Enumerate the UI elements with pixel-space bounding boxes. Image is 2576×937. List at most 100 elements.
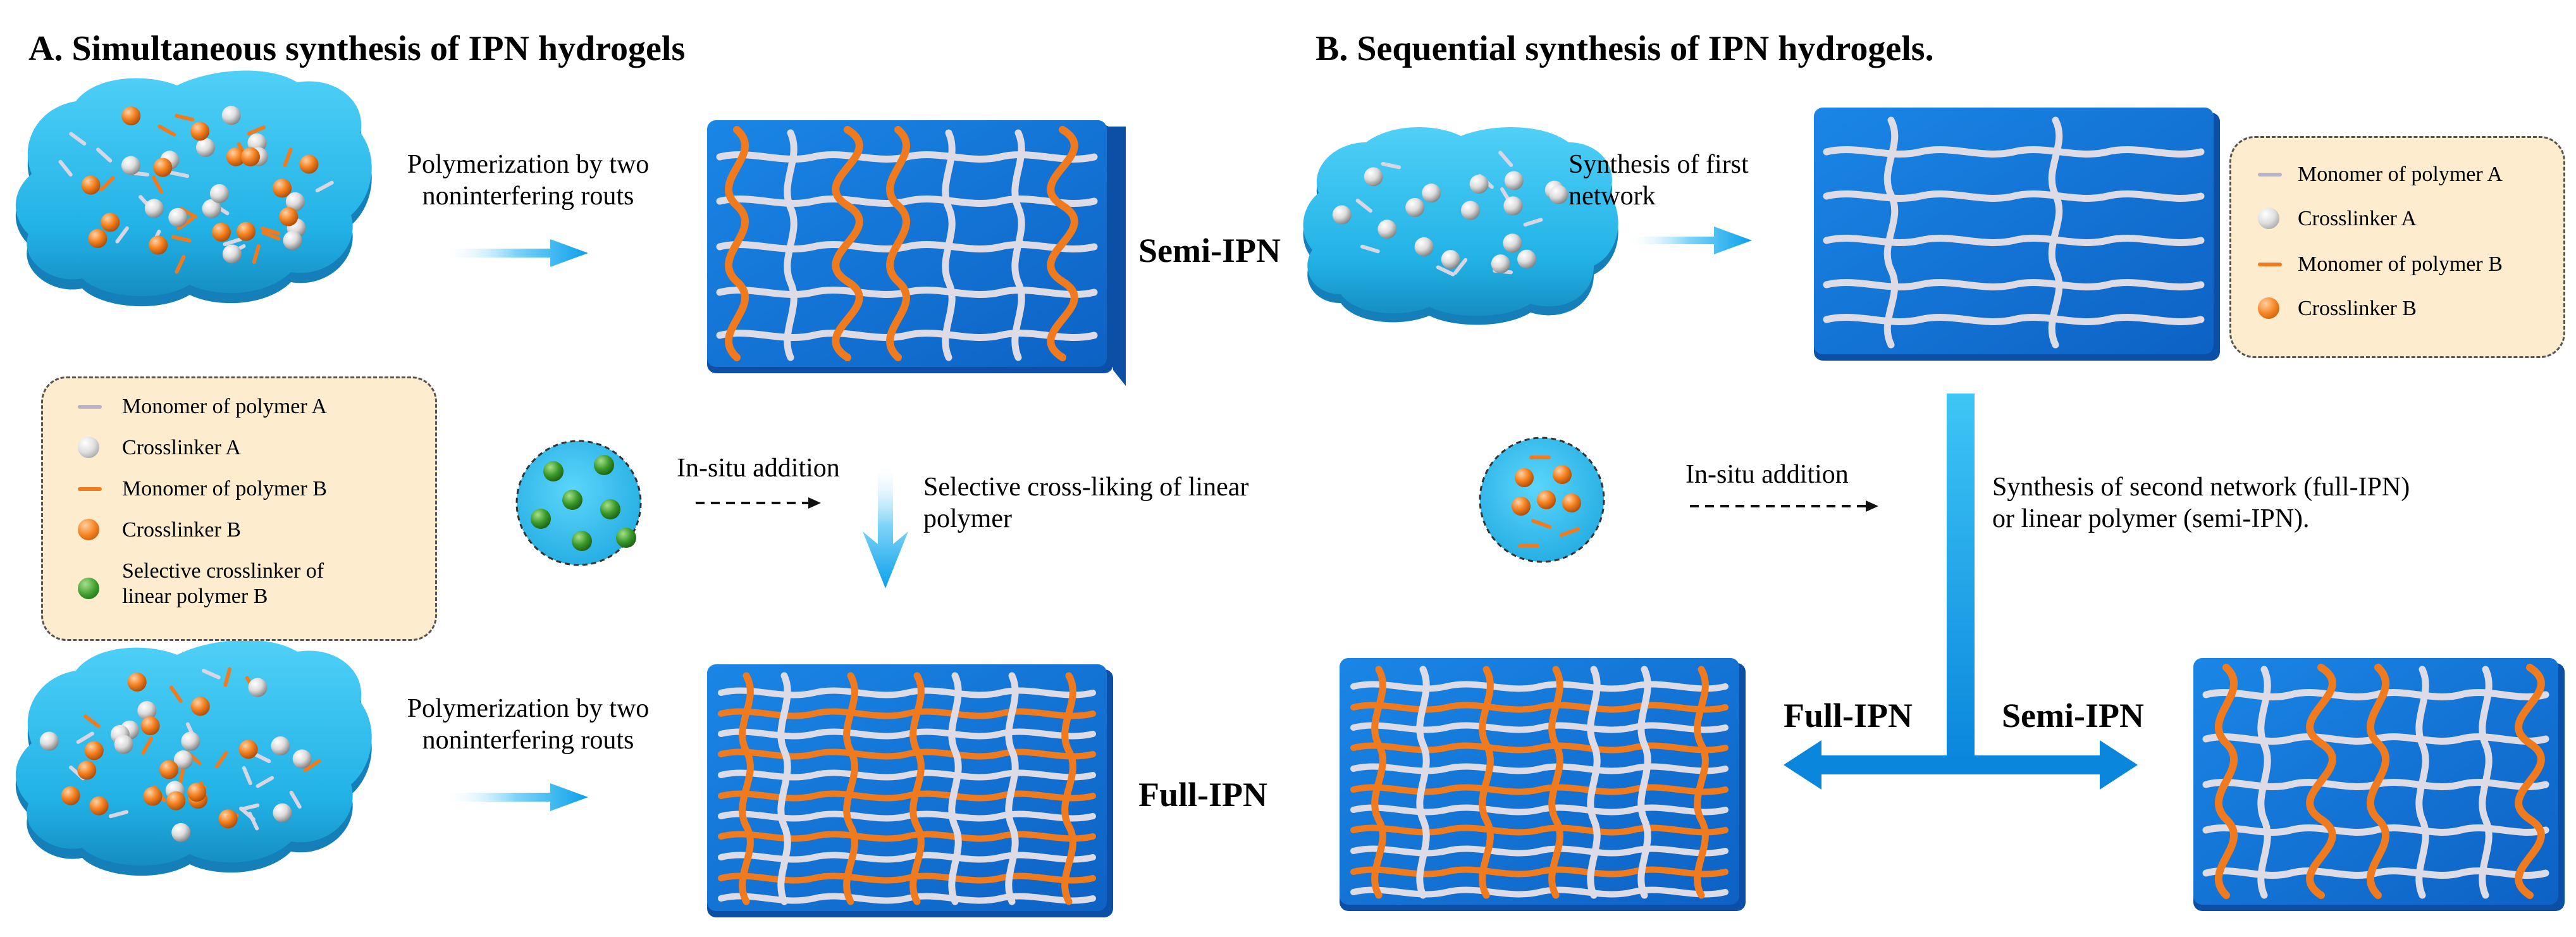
label-full-ipn-b: Full-IPN [1784,697,1913,735]
white-ball-particle [144,199,164,218]
orange-chain [1350,742,1729,754]
white-ball-particle [1517,249,1536,269]
white-ball-particle [121,156,140,175]
orange-dash-particle [141,736,154,755]
orange-ball-particle [187,783,207,802]
white-chain [2479,666,2493,899]
white-chain [718,687,1096,698]
orange-chain [909,672,925,905]
white-chain [942,129,956,361]
orange-dash-particle [179,207,197,219]
orange-ball-particle [61,786,80,805]
orange-chain [1479,666,1494,899]
white-chain [716,241,1098,252]
white-chain [1637,666,1651,899]
grey-dash-particle [58,159,73,177]
white-ball-particle [39,731,59,751]
orange-chain [1350,824,1729,836]
white-ball-particle [1422,183,1441,203]
green-ball-icon [78,578,99,599]
white-ball-particle [221,106,241,125]
white-ball-particle [1405,197,1425,217]
label-b-insitu: In-situ addition [1685,460,1849,489]
white-ball-particle [209,184,229,204]
white-chain [1005,672,1019,905]
white-ball-particle [248,678,268,697]
orange-dash-particle [303,759,321,773]
white-chain [1823,146,2205,158]
orange-ball-particle [143,786,163,806]
orange-ball-particle [149,235,168,255]
orange-chain [843,672,858,905]
label-a-step2: Polymerization by two noninterfering rou… [407,694,650,755]
orange-ball-particle [190,697,210,716]
grey-dash-particle [69,132,87,146]
grey-dash-particle [96,147,113,163]
white-ball-particle [137,701,157,721]
white-ball-particle [1491,254,1510,274]
orange-ball-particle [81,175,101,195]
white-chain [1350,681,1729,692]
grey-dash-particle [115,226,129,244]
white-chain [1350,763,1729,774]
orange-ball-particle [140,716,160,736]
orange-chain [1371,666,1386,899]
grey-dash-particle [76,731,94,744]
legend-a-row-crosslinker-b: Crosslinker B [43,511,435,549]
label-a-selective: Selective cross-liking of linear polymer [923,473,1249,533]
legend-b-row-crosslinker-b: Crosslinker B [2231,290,2563,328]
orange-chain [832,126,863,361]
orange-ball-particle [226,147,245,166]
white-chain [2202,824,2549,836]
white-ball-particle [1414,237,1434,257]
orange-ball-particle [84,741,104,760]
panel-b-title: B. Sequential synthesis of IPN hydrogels… [1316,29,1934,68]
orange-chain [1350,702,1729,713]
orange-ball-particle [299,154,319,174]
arrow-a-down [863,462,908,588]
white-chain [1823,235,2205,246]
orange-chain [1548,666,1563,899]
white-ball-particle [1504,171,1524,190]
white-chain [1823,190,2205,202]
orange-chain [718,790,1096,802]
orange-chain [739,672,754,905]
orange-chain [2515,664,2545,899]
white-ball-particle [283,230,302,250]
panel-a-title: A. Simultaneous synthesis of IPN hydroge… [28,29,686,68]
orange-ball-particle [121,106,141,126]
white-ball-particle [171,822,191,842]
grey-dash-particle [223,237,243,247]
white-chain [2415,666,2429,899]
white-ball-particle [173,750,193,769]
legend-a-row-monomer-b: Monomer of polymer B [43,470,435,508]
label-a-step1: Polymerization by two noninterfering rou… [407,150,650,211]
white-chain [1350,845,1729,857]
orange-dash-icon [2258,263,2282,266]
orange-dash-particle [214,750,228,769]
orange-dash-icon [78,487,102,491]
grey-dash-particle [1453,258,1468,275]
white-chain [716,195,1098,207]
white-ball-icon [2258,208,2279,229]
white-chain [1350,886,1729,898]
label-b-second-network: Synthesis of second network (full-IPN) o… [1992,473,2410,533]
orange-ball-particle [77,760,97,780]
orange-dash-particle [178,765,185,786]
label-b-first-network: Synthesis of first network [1568,150,1749,211]
orange-dash-particle [176,216,194,230]
orange-dash-particle [252,244,261,264]
white-chain [1883,116,1899,349]
orange-dash-particle [171,235,192,243]
white-chain [718,769,1096,781]
grey-dash-particle [247,811,259,831]
blob-a-top-particles [58,106,334,274]
orange-ball-particle [273,178,292,198]
grey-dash-particle [242,766,252,785]
white-chain [718,852,1096,863]
white-chain [2257,666,2271,899]
droplet-green-crosslinker [515,440,642,566]
legend-b-row-monomer-a: Monomer of polymer A [2231,156,2563,194]
white-chain [2202,689,2549,700]
arrow-b-first [1625,226,1752,254]
